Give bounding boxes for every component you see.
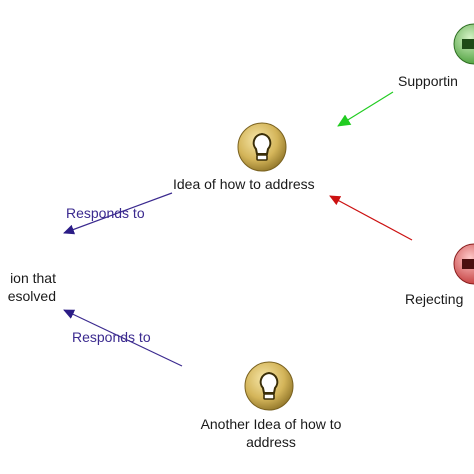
responds-edge-1 (63, 192, 173, 235)
another-idea-label-line-2: address (246, 434, 296, 450)
supporting-node-label[interactable]: Supportin (398, 73, 458, 89)
another-idea-node-label[interactable]: Another Idea of how to address (180, 415, 362, 451)
minus-icon[interactable] (453, 243, 474, 285)
support-edge (337, 91, 394, 127)
lightbulb-icon[interactable] (244, 361, 294, 411)
question-label-line-1: ion that (10, 270, 56, 286)
question-node-label[interactable]: ion that esolved (0, 269, 56, 305)
responds-to-label-1: Responds to (66, 205, 145, 221)
rejecting-node-label[interactable]: Rejecting (405, 291, 464, 307)
lightbulb-icon[interactable] (237, 122, 287, 172)
responds-to-label-2: Responds to (72, 329, 151, 345)
another-idea-label-line-1: Another Idea of how to (200, 416, 342, 432)
question-label-line-2: esolved (7, 288, 56, 304)
reject-edge (329, 195, 413, 241)
idea-node-label[interactable]: Idea of how to address (173, 176, 315, 192)
plus-icon[interactable] (453, 23, 474, 65)
responds-edge-2 (63, 309, 183, 367)
